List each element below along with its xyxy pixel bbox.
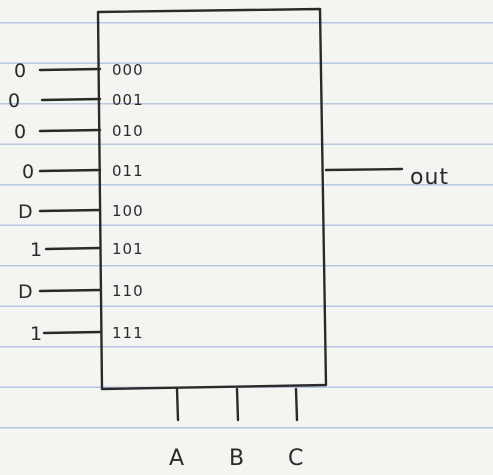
select-lines: A B C [169, 387, 303, 471]
input-row: 0 011 [22, 161, 144, 183]
input-index-label: 101 [112, 240, 144, 258]
input-row: D 110 [18, 281, 144, 303]
output-wire [324, 167, 404, 172]
select-wire [294, 387, 299, 422]
input-value-label: 0 [8, 90, 20, 112]
input-wire [38, 168, 102, 173]
input-index-label: 000 [112, 61, 144, 79]
input-index-label: 011 [112, 162, 144, 180]
output-label: out [410, 165, 449, 190]
input-value-label: 1 [30, 239, 42, 261]
input-row: 0 001 [8, 90, 144, 112]
input-value-label: 0 [14, 60, 26, 82]
input-index-label: 111 [112, 324, 144, 342]
input-row: D 100 [18, 201, 144, 223]
select-wire [175, 387, 180, 422]
input-wire [44, 246, 102, 251]
input-wire [38, 208, 102, 213]
input-wire [38, 67, 102, 72]
input-wire [38, 288, 102, 293]
select-label: C [288, 446, 303, 471]
select-line: A [169, 387, 184, 471]
input-wire [38, 128, 102, 133]
mux-box [96, 7, 328, 391]
select-line: C [288, 387, 303, 471]
input-value-label: 0 [14, 121, 26, 143]
select-label: A [169, 446, 184, 471]
input-row: 1 101 [30, 239, 144, 261]
input-index-label: 010 [112, 122, 144, 140]
input-wire [42, 330, 102, 335]
input-value-label: 0 [22, 161, 34, 183]
select-line: B [229, 387, 244, 471]
input-value-label: D [18, 281, 33, 303]
select-label: B [229, 446, 244, 471]
select-wire [235, 387, 240, 422]
input-value-label: D [18, 201, 33, 223]
input-value-label: 1 [30, 323, 42, 345]
input-index-label: 100 [112, 202, 144, 220]
input-index-label: 110 [112, 282, 144, 300]
input-wire [40, 97, 102, 102]
input-index-label: 001 [112, 91, 144, 109]
input-row: 0 010 [14, 121, 144, 143]
